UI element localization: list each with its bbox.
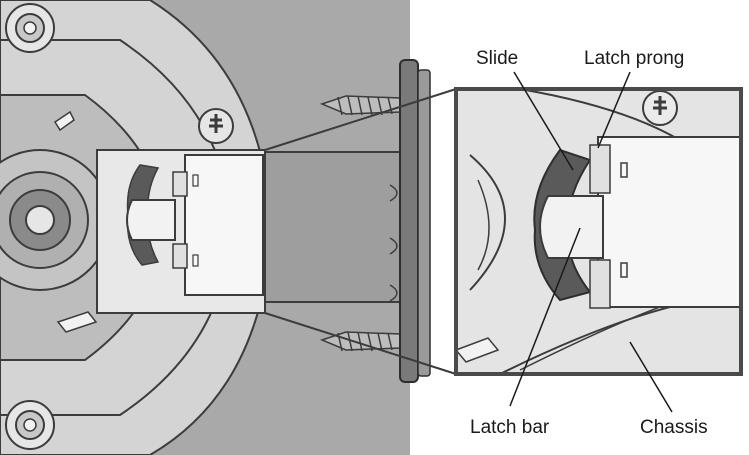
central-hub: [0, 149, 111, 291]
latch-prong-bottom: [589, 259, 611, 309]
latch-bar-leader: [509, 227, 581, 407]
top-left-boss: [5, 3, 55, 53]
window-large-bottom: [620, 262, 628, 278]
cross-head-screw: [198, 108, 234, 144]
bottom-left-boss: [5, 400, 55, 450]
zoom-connectors: [264, 88, 457, 375]
latch-prong-leader: [597, 71, 631, 149]
zoom-hook: [454, 337, 500, 363]
latch-bar-small: [126, 199, 176, 241]
latch-body-side: [264, 151, 406, 303]
zoom-detail-panel: [454, 87, 743, 376]
latch-bar: [539, 195, 604, 259]
mounting-plate: [399, 59, 419, 383]
prong-small-bottom: [172, 243, 188, 269]
label-slide: Slide: [476, 48, 518, 69]
body-ribs: [389, 184, 398, 302]
latch-housing-large: [597, 136, 742, 308]
prong-small-top: [172, 171, 188, 197]
window-small-bottom: [192, 254, 199, 267]
zoom-border: [454, 87, 743, 376]
label-latch-bar: Latch bar: [470, 417, 550, 438]
overview-panel: [0, 0, 431, 455]
chassis-leader: [629, 341, 673, 413]
recess-ring-inner: [477, 179, 490, 271]
zoom-cross-head-screw: [642, 90, 678, 126]
lower-hook: [56, 311, 98, 333]
slide-leader: [513, 71, 574, 171]
window-large-top: [620, 162, 628, 178]
recess-ring: [469, 154, 506, 291]
label-latch-prong: Latch prong: [584, 48, 684, 69]
upper-hook: [53, 110, 75, 132]
label-chassis: Chassis: [640, 417, 708, 438]
leader-lines: [509, 71, 673, 413]
window-small-top: [192, 174, 199, 187]
latch-prong-top: [589, 144, 611, 194]
latch-housing-small: [184, 154, 264, 296]
mounting-plate-face: [417, 69, 431, 377]
